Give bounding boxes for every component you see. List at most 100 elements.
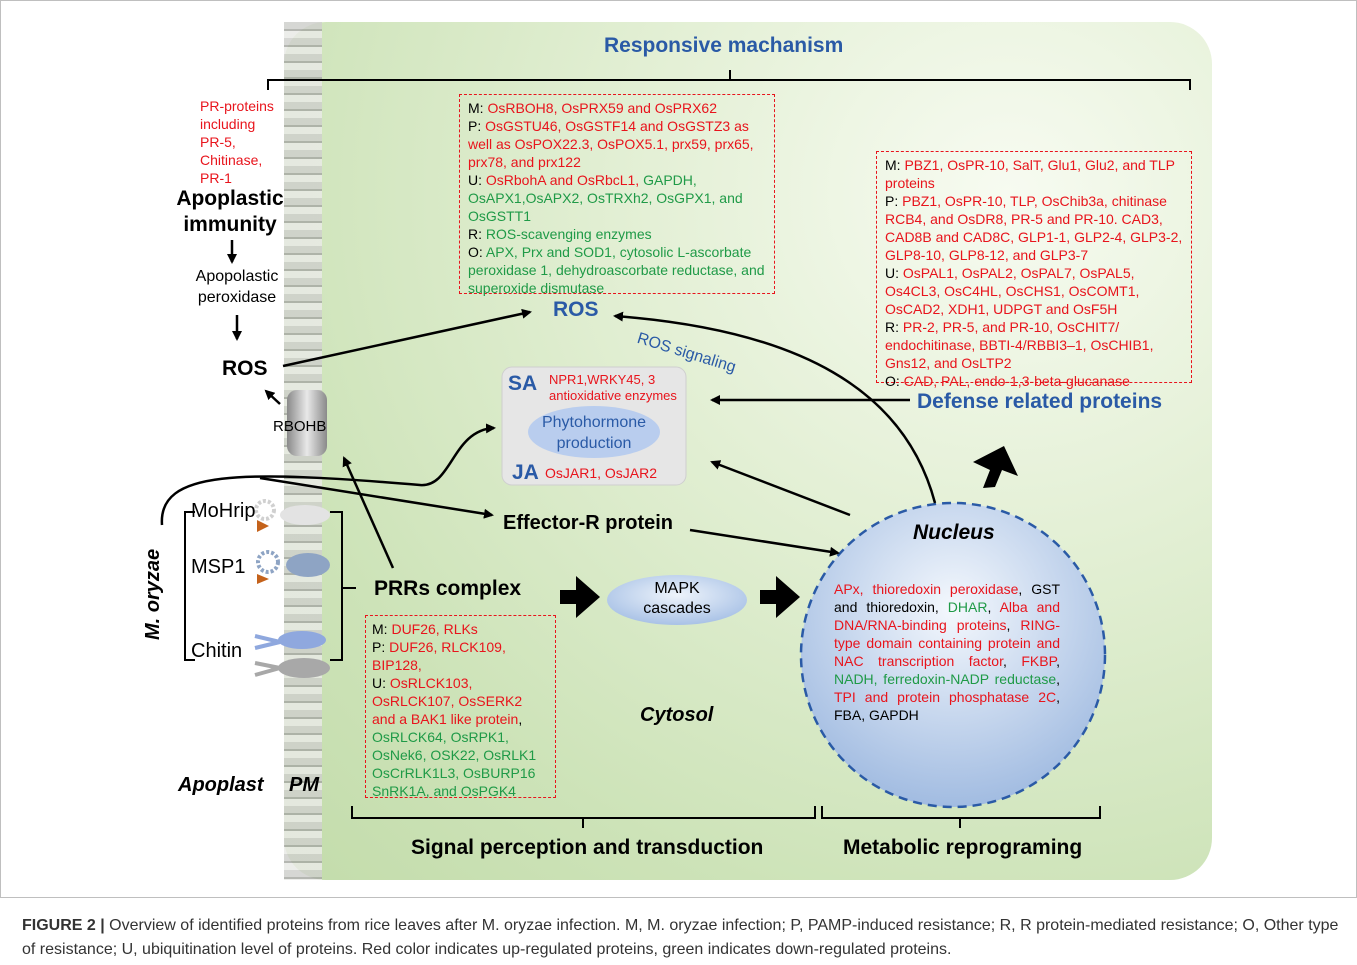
protein-segment: OsPAL1, OsPAL2, OsPAL7, OsPAL5, Os4CL3, … xyxy=(885,265,1140,317)
rbohb-label: RBOHB xyxy=(273,418,327,435)
apoplastic-immunity-label: Apoplastic immunity xyxy=(176,187,284,236)
defense-box-line: O: CAD, PAL, endo-1,3-beta-glucanase xyxy=(885,372,1183,390)
protein-segment: APX, Prx and SOD1, cytosolic L-ascorbate… xyxy=(468,244,765,296)
ros-center-label: ROS xyxy=(553,298,599,321)
bottom-bracket-signal xyxy=(351,806,816,828)
arrow-nucleus-ja xyxy=(710,460,851,517)
protein-segment: , xyxy=(1002,653,1022,669)
protein-segment: Alba and DNA/RNA-binding proteins xyxy=(834,599,1060,633)
protein-segment: PBZ1, OsPR-10, SalT, Glu1, Glu2, and TLP… xyxy=(885,157,1175,191)
protein-segment: R: xyxy=(885,319,903,335)
ros-box-line: O: APX, Prx and SOD1, cytosolic L-ascorb… xyxy=(468,243,766,297)
pr-proteins-text: PR-proteins including PR-5, Chitinase, P… xyxy=(200,98,274,186)
defense-protein-box: M: PBZ1, OsPR-10, SalT, Glu1, Glu2, and … xyxy=(876,151,1192,389)
protein-segment: R: xyxy=(468,226,486,242)
protein-segment: RING-type domain containing protein and … xyxy=(834,617,1060,669)
protein-segment: P: xyxy=(885,193,903,209)
chitin-receptor xyxy=(254,631,330,678)
msp1-label: MSP1 xyxy=(191,556,246,578)
protein-segment: P: xyxy=(372,639,390,655)
protein-segment: TPI and protein phosphatase 2C xyxy=(834,689,1057,705)
arrow-pathogen-effector xyxy=(259,476,494,519)
ros-box-line: M: OsRBOH8, OsPRX59 and OsPRX62 xyxy=(468,99,766,117)
protein-segment: M: xyxy=(468,100,488,116)
protein-segment: DUF26, RLCK109, BIP128, xyxy=(372,639,506,673)
mapk-ellipse xyxy=(607,575,747,625)
effector-label: Effector-R protein xyxy=(503,512,673,534)
protein-segment: GAPDH, OsAPX1,OsAPX2, OsTRXh2, OsGPX1, a… xyxy=(468,172,743,224)
ja-text: OsJAR1, OsJAR2 xyxy=(545,465,658,481)
protein-segment: , xyxy=(1056,653,1060,669)
protein-segment: APx, thioredoxin peroxidase xyxy=(834,581,1019,597)
rbohb-channel xyxy=(287,390,327,456)
block-arrow-mapk-nucleus xyxy=(760,576,800,618)
sa-text: NPR1,WRKY45, 3 antioxidative enzymes xyxy=(549,372,677,403)
protein-segment: , GST and thioredoxin, xyxy=(834,581,1061,615)
protein-segment: M: xyxy=(885,157,905,173)
protein-segment: PR-2, PR-5, and PR-10, OsCHIT7/ endochit… xyxy=(885,319,1154,371)
protein-segment: NADH, ferredoxin-NADP reductase xyxy=(834,671,1057,687)
block-arrow-nucleus-defense xyxy=(973,446,1018,488)
protein-segment: OsGSTU46, OsGSTF14 and OsGSTZ3 as well a… xyxy=(468,118,754,170)
ja-label: JA xyxy=(512,461,539,484)
msp1-receptor xyxy=(256,550,330,584)
sa-label: SA xyxy=(508,372,538,395)
protein-segment: DUF26, RLKs xyxy=(391,621,478,637)
phytohormone-label: Phytohormone production xyxy=(541,414,647,452)
heading-signal: Signal perception and transduction xyxy=(411,836,764,859)
protein-segment: U: xyxy=(468,172,486,188)
top-bracket xyxy=(267,70,1191,90)
protein-segment: OsRLCK64, OsRPK1, OsNek6, OSK22, OsRLK1 … xyxy=(372,729,537,799)
heading-responsive: Responsive machanism xyxy=(604,34,844,57)
defense-box-line: R: PR-2, PR-5, and PR-10, OsCHIT7/ endoc… xyxy=(885,318,1183,372)
defense-box-line: M: PBZ1, OsPR-10, SalT, Glu1, Glu2, and … xyxy=(885,156,1183,192)
protein-segment: OsRbohA and OsRbcL1, xyxy=(485,172,644,188)
protein-segment: OsRLCK103, OsRLCK107, OsSERK2 and a BAK1… xyxy=(372,675,523,727)
protein-segment: P: xyxy=(468,118,486,134)
apoplastic-peroxidase-label: Apopolastic peroxidase xyxy=(195,268,279,306)
ros-left-label: ROS xyxy=(222,357,268,380)
nucleus-box-line: APx, thioredoxin peroxidase, GST and thi… xyxy=(834,581,1060,723)
prr-box-line: M: DUF26, RLKs xyxy=(372,620,549,638)
protein-segment: O: xyxy=(885,373,904,389)
protein-segment: , xyxy=(987,599,1000,615)
arrow-nucleus-ros xyxy=(613,311,937,504)
protein-segment: , xyxy=(1006,617,1021,633)
ros-box-line: P: OsGSTU46, OsGSTF14 and OsGSTZ3 as wel… xyxy=(468,117,766,171)
caption-text: Overview of identified proteins from ric… xyxy=(22,917,1339,958)
mohrip-label: MoHrip xyxy=(191,500,256,522)
heading-metabolic: Metabolic reprograming xyxy=(843,836,1083,859)
prr-box-line: U: OsRLCK103, OsRLCK107, OsSERK2 and a B… xyxy=(372,674,549,800)
nucleus-label: Nucleus xyxy=(913,521,995,544)
prr-box-line: P: DUF26, RLCK109, BIP128, xyxy=(372,638,549,674)
arrow-rbohb-ros xyxy=(264,389,281,405)
mohrip-receptor xyxy=(254,499,330,532)
protein-segment: , FBA, GAPDH xyxy=(834,689,1060,723)
arrow-ros-to-ros xyxy=(282,308,532,368)
protein-segment: U: xyxy=(372,675,390,691)
defense-box-line: U: OsPAL1, OsPAL2, OsPAL7, OsPAL5, Os4CL… xyxy=(885,264,1183,318)
caption-label: FIGURE 2 | xyxy=(22,917,105,934)
phytohormone-ellipse xyxy=(528,406,660,458)
nucleus-circle xyxy=(799,501,1107,809)
nucleus-protein-text: APx, thioredoxin peroxidase, GST and thi… xyxy=(834,580,1060,724)
bottom-bracket-metabolic xyxy=(821,806,1101,828)
protein-segment: CAD, PAL, endo-1,3-beta-glucanase xyxy=(903,373,1130,389)
protein-segment: DHAR xyxy=(947,599,988,615)
protein-segment: , xyxy=(1056,671,1060,687)
pm-label: PM xyxy=(289,774,319,796)
ros-box-line: U: OsRbohA and OsRbcL1, GAPDH, OsAPX1,Os… xyxy=(468,171,766,225)
block-arrow-prrs-mapk xyxy=(560,576,600,618)
defense-box-line: P: PBZ1, OsPR-10, TLP, OsChib3a, chitina… xyxy=(885,192,1183,264)
pathogen-label: M. oryzae xyxy=(142,548,164,640)
chitin-label: Chitin xyxy=(191,640,243,662)
protein-segment: OsRBOH8, OsPRX59 and OsPRX62 xyxy=(487,100,717,116)
apoplast-label: Apoplast xyxy=(178,774,264,796)
protein-segment: ROS-scavenging enzymes xyxy=(485,226,652,242)
mapk-label: MAPK cascades xyxy=(643,580,711,617)
cytosol-label: Cytosol xyxy=(640,704,714,726)
ros-box-line: R: ROS-scavenging enzymes xyxy=(468,225,766,243)
